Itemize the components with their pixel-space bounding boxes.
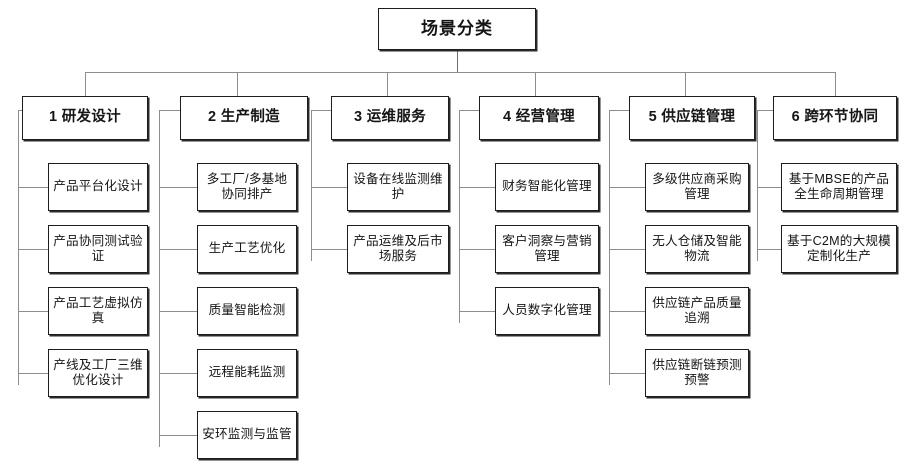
branch-3-child-2-label: 产品运维及后市场服务 [353,233,443,263]
branch-2-child-5-label: 安环监测与监管 [202,427,292,442]
branch-header-5-label: 5 供应链管理 [648,109,736,126]
branch-header-3-label: 3 运维服务 [354,109,426,126]
branch-2-child-connector-3 [159,311,197,312]
branch-2-child-5[interactable]: 安环监测与监管 [197,411,297,459]
branch-4-child-connector-2 [459,249,495,250]
branch-6-child-connector-1 [757,187,781,188]
branch-5-child-1-label: 多级供应商采购管理 [652,171,742,201]
branch-6-trunk [757,110,758,261]
branch-header-6[interactable]: 6 跨环节协同 [773,96,897,140]
branch-1-child-connector-3 [18,311,48,312]
branch-2-child-2[interactable]: 生产工艺优化 [197,225,297,273]
branch-2-child-connector-2 [159,249,197,250]
root-node[interactable]: 场景分类 [378,8,536,50]
branch-header-2[interactable]: 2 生产制造 [180,96,308,140]
branch-4-child-2[interactable]: 客户洞察与营销管理 [495,225,599,273]
branch-1-child-connector-2 [18,249,48,250]
branch-header-5[interactable]: 5 供应链管理 [629,96,755,140]
branch-2-child-1-label: 多工厂/多基地协同排产 [206,171,288,201]
branch-5-child-3-label: 供应链产品质量追溯 [652,295,742,325]
branch-4-child-connector-3 [459,311,495,312]
level1-drop-5 [685,72,686,96]
branch-3-child-connector-1 [311,187,347,188]
branch-2-child-3[interactable]: 质量智能检测 [197,287,297,335]
branch-3-child-2[interactable]: 产品运维及后市场服务 [347,225,449,273]
branch-5-child-connector-1 [609,187,645,188]
branch-3-child-1-label: 设备在线监测维护 [353,171,443,201]
branch-2-child-connector-4 [159,373,197,374]
level1-drop-3 [387,72,388,96]
branch-2-child-2-label: 生产工艺优化 [208,241,286,256]
root-node-label: 场景分类 [421,18,493,38]
branch-5-child-3[interactable]: 供应链产品质量追溯 [645,287,749,335]
branch-5-child-4-label: 供应链断链预测预警 [652,357,742,387]
branch-1-child-1[interactable]: 产品平台化设计 [48,163,148,211]
branch-1-child-connector-4 [18,373,48,374]
branch-1-child-3-label: 产品工艺虚拟仿真 [53,295,143,325]
branch-5-child-2[interactable]: 无人仓储及智能物流 [645,225,749,273]
branch-header-6-label: 6 跨环节协同 [791,109,879,126]
branch-header-1[interactable]: 1 研发设计 [22,96,148,140]
branch-header-1-label: 1 研发设计 [49,109,121,126]
branch-header-3[interactable]: 3 运维服务 [331,96,449,140]
branch-1-trunk-top [18,110,22,111]
branch-2-child-connector-5 [159,435,197,436]
branch-5-child-2-label: 无人仓储及智能物流 [652,233,742,263]
branch-1-child-4[interactable]: 产线及工厂三维优化设计 [48,349,148,397]
branch-3-child-1[interactable]: 设备在线监测维护 [347,163,449,211]
branch-4-child-3-label: 人员数字化管理 [502,303,592,318]
branch-6-trunk-top [757,110,773,111]
branch-6-child-1-label: 基于MBSE的产品全生命周期管理 [788,171,890,201]
branch-3-child-connector-2 [311,249,347,250]
branch-5-child-connector-4 [609,373,645,374]
branch-5-child-connector-3 [609,311,645,312]
branch-header-4-label: 4 经营管理 [503,109,575,126]
branch-4-child-connector-1 [459,187,495,188]
branch-4-trunk-top [459,110,479,111]
branch-1-child-connector-1 [18,187,48,188]
branch-5-child-1[interactable]: 多级供应商采购管理 [645,163,749,211]
branch-4-trunk [459,110,460,323]
branch-header-4[interactable]: 4 经营管理 [479,96,599,140]
branch-4-child-2-label: 客户洞察与营销管理 [502,233,592,263]
branch-2-child-4[interactable]: 远程能耗监测 [197,349,297,397]
branch-5-trunk-top [609,110,629,111]
level1-drop-4 [535,72,536,96]
branch-3-trunk [311,110,312,261]
branch-6-child-connector-2 [757,249,781,250]
branch-2-trunk-top [159,110,180,111]
level1-bus-connector [85,72,835,73]
branch-2-child-3-label: 质量智能检测 [208,303,286,318]
branch-1-trunk [18,110,19,385]
branch-5-child-connector-2 [609,249,645,250]
branch-2-trunk [159,110,160,447]
branch-6-child-1[interactable]: 基于MBSE的产品全生命周期管理 [781,163,897,211]
branch-2-child-4-label: 远程能耗监测 [208,365,286,380]
level1-drop-1 [85,72,86,96]
branch-2-child-1[interactable]: 多工厂/多基地协同排产 [197,163,297,211]
branch-header-2-label: 2 生产制造 [208,109,280,126]
branch-4-child-3[interactable]: 人员数字化管理 [495,287,599,335]
branch-1-child-3[interactable]: 产品工艺虚拟仿真 [48,287,148,335]
branch-6-child-2[interactable]: 基于C2M的大规模定制化生产 [781,225,897,273]
branch-5-child-4[interactable]: 供应链断链预测预警 [645,349,749,397]
branch-1-child-2-label: 产品协同测试验证 [53,233,143,263]
branch-1-child-1-label: 产品平台化设计 [53,179,143,194]
branch-1-child-2[interactable]: 产品协同测试验证 [48,225,148,273]
level1-drop-2 [237,72,238,96]
root-stem-connector [457,50,458,72]
branch-4-child-1-label: 财务智能化管理 [502,179,592,194]
level1-drop-6 [835,72,836,96]
branch-4-child-1[interactable]: 财务智能化管理 [495,163,599,211]
branch-1-child-4-label: 产线及工厂三维优化设计 [53,357,143,387]
branch-5-trunk [609,110,610,385]
branch-2-child-connector-1 [159,187,197,188]
branch-6-child-2-label: 基于C2M的大规模定制化生产 [787,233,891,263]
branch-3-trunk-top [311,110,331,111]
